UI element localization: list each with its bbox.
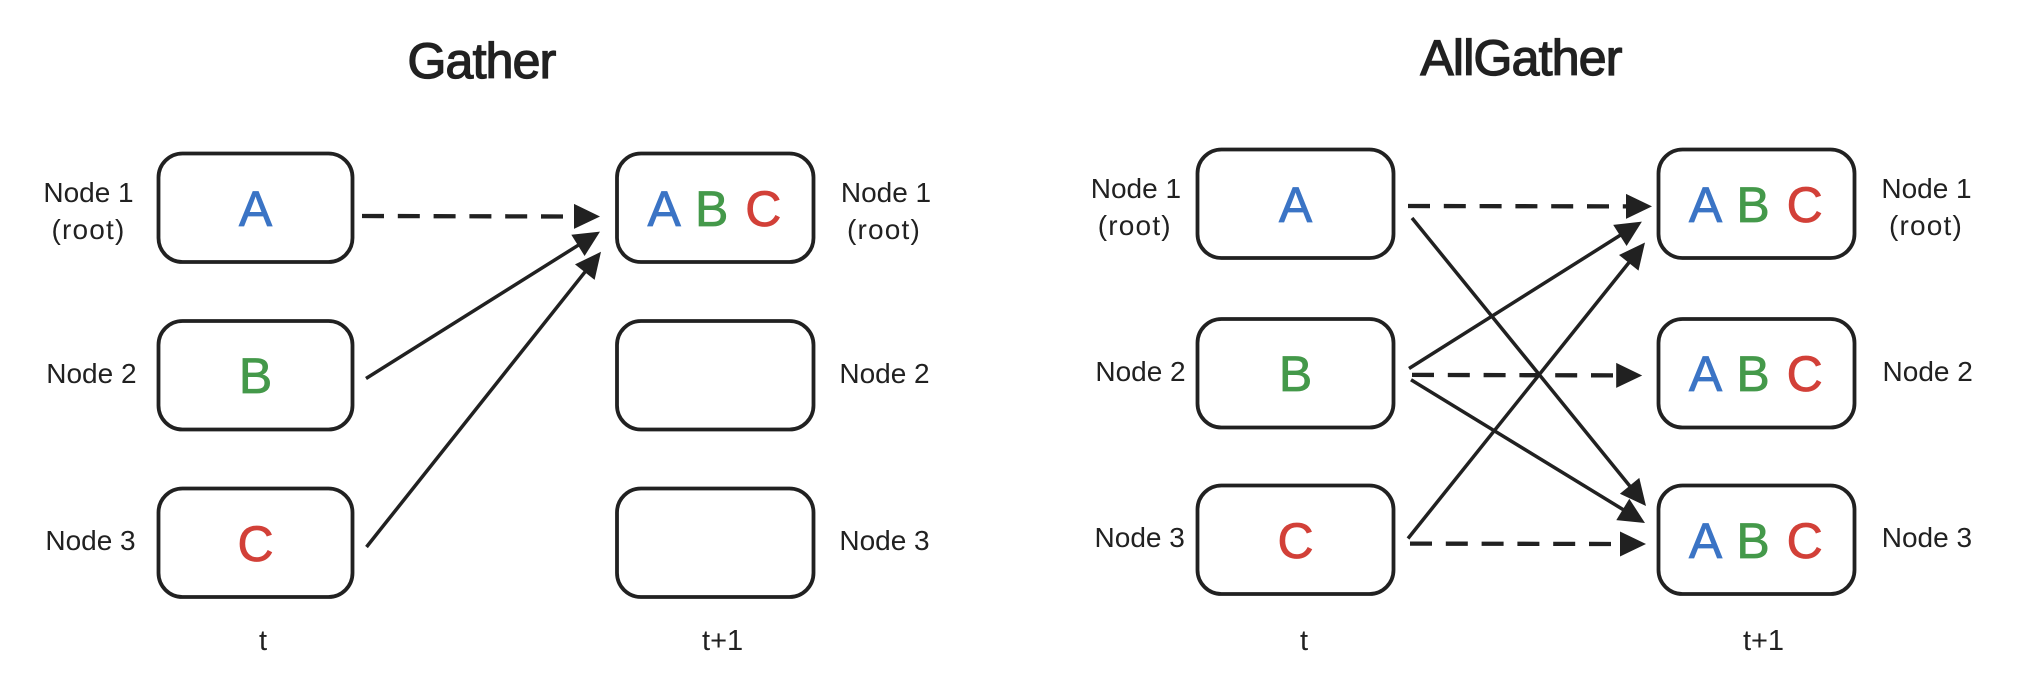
svg-text:(root): (root): [1098, 210, 1172, 241]
svg-text:Node 2: Node 2: [1095, 356, 1185, 387]
svg-text:t: t: [259, 625, 267, 657]
svg-text:C: C: [237, 516, 273, 572]
svg-text:Node 1: Node 1: [841, 177, 931, 208]
svg-text:Node 1: Node 1: [43, 177, 133, 208]
svg-text:A: A: [239, 181, 273, 237]
svg-text:A B C: A B C: [648, 181, 783, 237]
svg-text:A B C: A B C: [1689, 513, 1824, 569]
svg-text:Node 2: Node 2: [46, 358, 136, 389]
svg-text:B: B: [239, 348, 272, 404]
svg-text:(root): (root): [51, 214, 125, 245]
svg-text:C: C: [1277, 513, 1313, 569]
svg-text:Node 3: Node 3: [1095, 522, 1185, 553]
svg-text:(root): (root): [1889, 210, 1963, 241]
svg-text:A B C: A B C: [1689, 346, 1824, 402]
svg-text:AllGather: AllGather: [1420, 30, 1621, 86]
svg-text:Node 2: Node 2: [839, 358, 929, 389]
svg-text:Node 3: Node 3: [45, 525, 135, 556]
svg-text:t: t: [1300, 625, 1308, 657]
svg-text:t+1: t+1: [702, 625, 743, 657]
svg-text:(root): (root): [847, 214, 921, 245]
svg-text:A: A: [1279, 177, 1313, 233]
svg-text:Node 1: Node 1: [1881, 173, 1971, 204]
svg-text:Node 1: Node 1: [1091, 173, 1181, 204]
svg-text:Node 2: Node 2: [1883, 356, 1973, 387]
svg-text:Gather: Gather: [407, 33, 555, 89]
svg-text:B: B: [1279, 346, 1312, 402]
svg-text:A B C: A B C: [1689, 177, 1824, 233]
svg-text:t+1: t+1: [1743, 625, 1784, 657]
svg-text:Node 3: Node 3: [839, 525, 929, 556]
svg-text:Node 3: Node 3: [1882, 522, 1972, 553]
